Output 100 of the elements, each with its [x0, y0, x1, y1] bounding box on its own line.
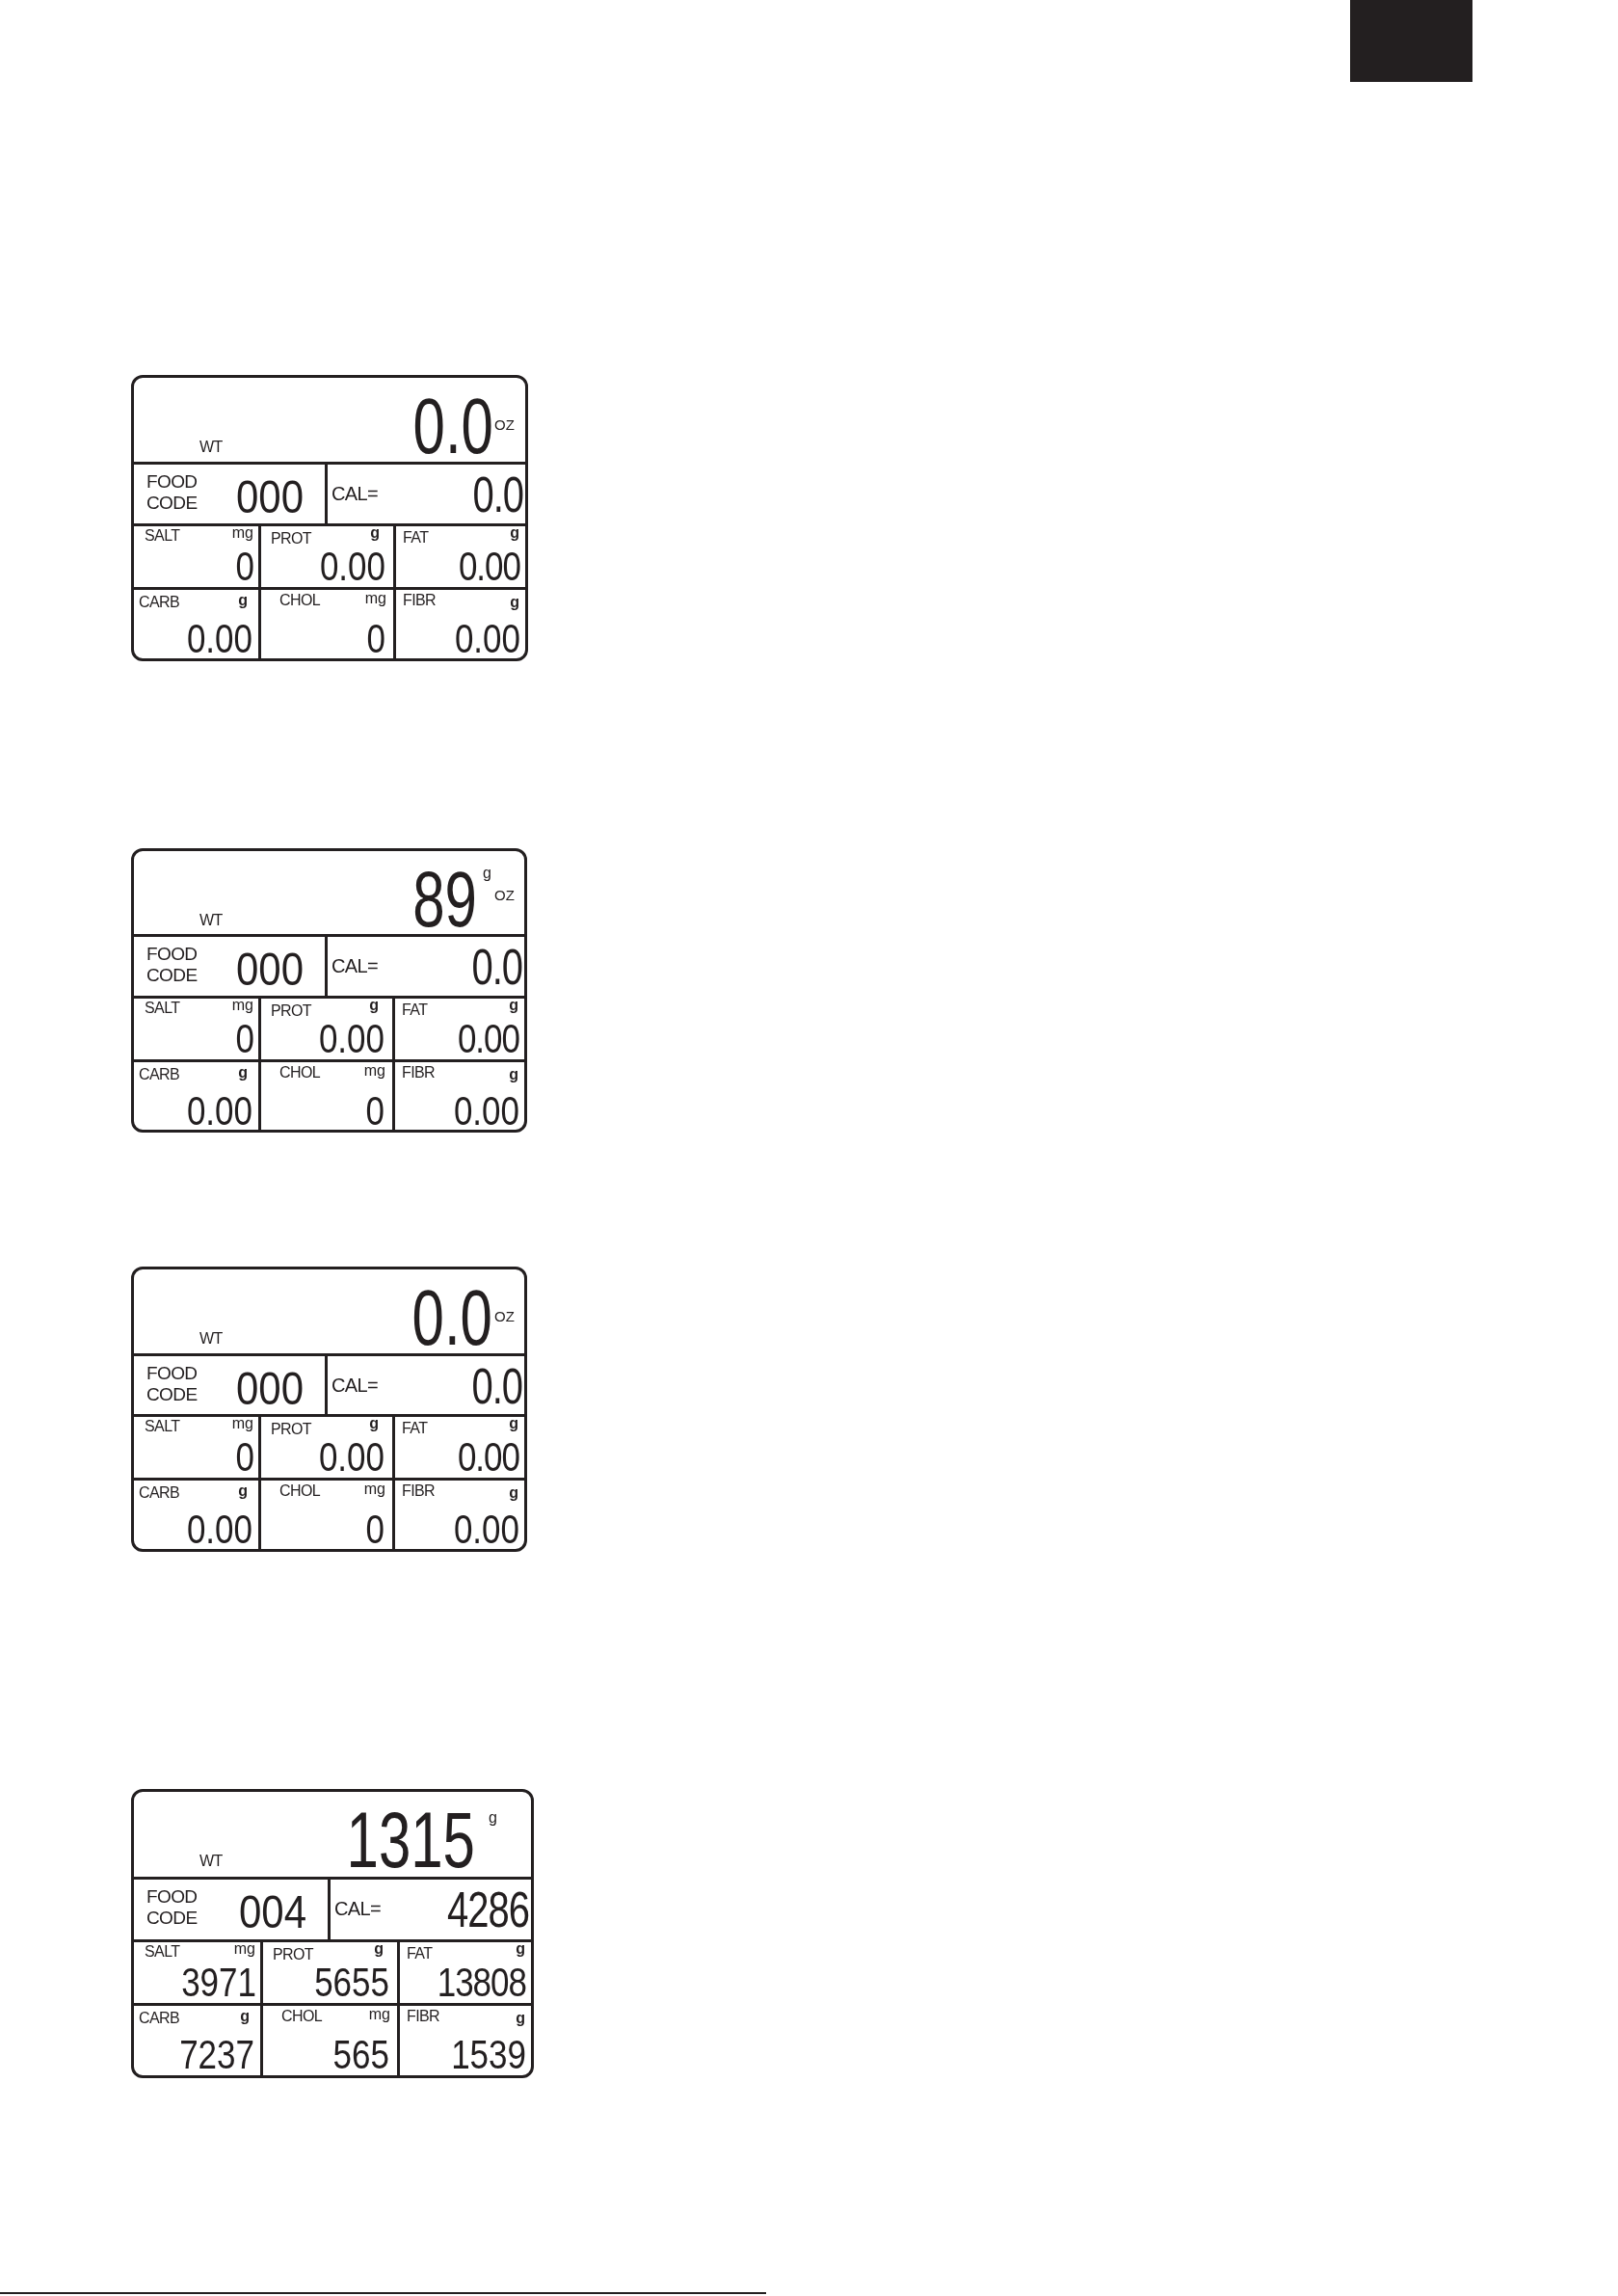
readout-panel	[260, 2003, 397, 2075]
digit-readout: 0	[366, 623, 385, 655]
readout-panel	[325, 934, 524, 996]
unit-label: OZ	[494, 1309, 515, 1323]
unit-label: g	[240, 2009, 250, 2024]
field-label: FIBR	[402, 1065, 436, 1081]
digit-readout: 1315	[346, 1810, 475, 1873]
field-label: WT	[199, 1854, 223, 1869]
unit-label: g	[483, 866, 491, 881]
field-label: CARB	[139, 1067, 180, 1082]
unit-label: mg	[233, 1941, 255, 1957]
readout-panel	[328, 1877, 531, 1939]
field-label: CHOL	[279, 1065, 321, 1081]
digit-readout: 0	[235, 550, 254, 583]
unit-label: mg	[364, 591, 386, 606]
unit-label: mg	[363, 1063, 385, 1079]
lcd-display-panel	[131, 1789, 534, 2078]
field-label: FIBR	[403, 593, 437, 608]
digit-readout: 0.0	[412, 396, 493, 459]
readout-panel	[397, 2003, 531, 2075]
readout-panel	[260, 1939, 397, 2003]
digit-readout: 0.00	[453, 1095, 519, 1128]
field-label: PROT	[271, 531, 312, 547]
digit-readout: 0.0	[472, 474, 523, 515]
digit-readout: 004	[238, 1894, 306, 1931]
unit-label: g	[509, 998, 518, 1013]
digit-readout: 5655	[314, 1966, 389, 1999]
digit-readout: 0	[235, 1441, 254, 1474]
digit-readout: 7237	[179, 2039, 254, 2071]
field-label: WT	[199, 1331, 223, 1347]
field-label: CHOL	[281, 2009, 323, 2024]
unit-label: g	[238, 1065, 248, 1081]
readout-panel	[392, 996, 524, 1059]
unit-label: g	[238, 1483, 248, 1499]
readout-panel	[258, 1059, 392, 1130]
digit-readout: 0.00	[457, 1023, 519, 1055]
digit-readout: 0	[365, 1513, 385, 1546]
unit-label: mg	[231, 525, 253, 541]
digit-readout: 3971	[181, 1966, 256, 1999]
digit-readout: 0.0	[411, 1288, 492, 1350]
field-label: FOOD CODE	[146, 1886, 199, 1929]
digit-readout: 0.00	[453, 1513, 519, 1546]
digit-readout: 0.00	[318, 1023, 385, 1055]
unit-label: g	[516, 1941, 525, 1957]
unit-label: OZ	[494, 417, 515, 432]
digit-readout: 0	[235, 1023, 254, 1055]
digit-readout: 0.00	[458, 550, 520, 583]
readout-panel	[393, 523, 525, 587]
unit-label: g	[369, 998, 379, 1013]
digit-readout: 000	[235, 951, 304, 988]
field-label: CAL=	[334, 1899, 382, 1918]
field-label: SALT	[145, 1944, 180, 1960]
field-label: FOOD CODE	[146, 1363, 199, 1405]
digit-readout: 000	[235, 1371, 304, 1407]
field-label: FOOD CODE	[146, 944, 199, 986]
readout-panel	[325, 462, 525, 523]
field-label: CARB	[139, 2011, 180, 2026]
digit-readout: 4286	[447, 1889, 529, 1930]
unit-label: mg	[231, 998, 253, 1013]
unit-label: mg	[368, 2007, 390, 2022]
field-label: FAT	[403, 530, 429, 546]
readout-panel	[397, 1939, 531, 2003]
digit-readout: 0.00	[186, 1095, 252, 1128]
digit-readout: 000	[235, 479, 304, 516]
unit-label: g	[370, 525, 380, 541]
unit-label: g	[509, 1416, 518, 1431]
readout-panel	[258, 996, 392, 1059]
unit-label: OZ	[494, 888, 515, 902]
unit-label: g	[510, 595, 519, 610]
digit-readout: 0.0	[471, 1366, 522, 1406]
readout-panel	[392, 1059, 524, 1130]
field-label: CARB	[139, 595, 180, 610]
field-label: SALT	[145, 1419, 180, 1434]
digit-readout: 0.00	[186, 1513, 252, 1546]
lcd-display-panel	[131, 848, 527, 1133]
digit-readout: 0	[365, 1095, 385, 1128]
unit-label: g	[509, 1485, 518, 1501]
field-label: PROT	[271, 1422, 312, 1437]
field-label: SALT	[145, 1001, 180, 1016]
field-label: WT	[199, 913, 223, 928]
field-label: PROT	[273, 1947, 314, 1962]
readout-panel	[392, 1478, 524, 1549]
unit-label: g	[489, 1810, 497, 1826]
readout-panel	[258, 1478, 392, 1549]
field-label: FIBR	[402, 1483, 436, 1499]
digit-readout: 1539	[451, 2039, 526, 2071]
field-label: SALT	[145, 528, 180, 544]
field-label: CAL=	[332, 956, 379, 975]
readout-panel	[258, 523, 393, 587]
unit-label: mg	[231, 1416, 253, 1431]
field-label: CAL=	[332, 484, 379, 503]
field-label: FAT	[402, 1002, 428, 1018]
lcd-display-panel	[131, 375, 528, 661]
field-label: FOOD CODE	[146, 471, 199, 514]
digit-readout: 0.00	[318, 1441, 385, 1474]
unit-label: g	[369, 1416, 379, 1431]
unit-label: g	[516, 2011, 525, 2026]
unit-label: g	[510, 525, 519, 541]
readout-panel	[258, 1414, 392, 1478]
field-label: FAT	[402, 1421, 428, 1436]
